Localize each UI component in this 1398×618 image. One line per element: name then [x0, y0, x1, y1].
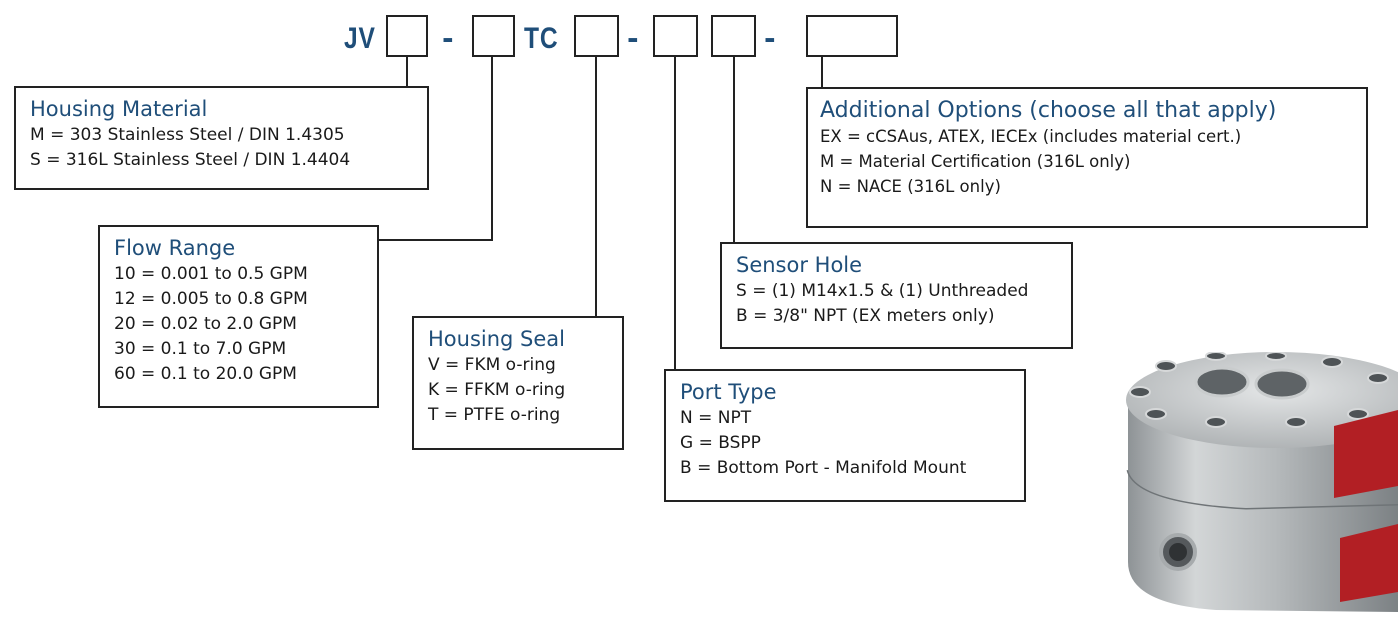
part-number-dash: - — [764, 22, 776, 55]
code-slot-additional-options — [806, 15, 898, 57]
part-number-middle: TC — [524, 22, 559, 55]
housing-seal-option: T = PTFE o-ring — [428, 405, 561, 425]
connector-line — [406, 57, 408, 87]
flow-range-option: 12 = 0.005 to 0.8 GPM — [114, 289, 308, 309]
port-type-box: Port Type N = NPT G = BSPP B = Bottom Po… — [664, 369, 1026, 502]
connector-line — [595, 57, 597, 317]
part-number-dash: - — [627, 22, 639, 55]
port-type-option: G = BSPP — [680, 433, 761, 453]
housing-seal-box: Housing Seal V = FKM o-ring K = FFKM o-r… — [412, 316, 624, 450]
flow-range-option: 20 = 0.02 to 2.0 GPM — [114, 314, 297, 334]
additional-options-box: Additional Options (choose all that appl… — [806, 87, 1368, 228]
port-type-option: N = NPT — [680, 408, 752, 428]
code-slot-housing-material — [386, 15, 428, 57]
housing-material-title: Housing Material — [30, 97, 208, 121]
connector-line — [674, 57, 676, 370]
flow-range-title: Flow Range — [114, 236, 236, 260]
code-slot-sensor-hole — [711, 15, 756, 57]
additional-options-title: Additional Options (choose all that appl… — [820, 98, 1277, 123]
part-number-dash: - — [442, 22, 454, 55]
flow-meter-photo — [1126, 351, 1398, 618]
part-number-prefix: JV — [344, 22, 376, 55]
code-slot-flow-range — [472, 15, 515, 57]
additional-options-option: EX = cCSAus, ATEX, IECEx (includes mater… — [820, 127, 1242, 146]
sensor-hole-option: B = 3/8" NPT (EX meters only) — [736, 306, 995, 326]
connector-line — [378, 239, 493, 241]
flow-range-option: 30 = 0.1 to 7.0 GPM — [114, 339, 287, 359]
housing-material-box: Housing Material M = 303 Stainless Steel… — [14, 86, 429, 190]
code-slot-housing-seal — [574, 15, 619, 57]
code-slot-port-type — [653, 15, 698, 57]
sensor-hole-option: S = (1) M14x1.5 & (1) Unthreaded — [736, 281, 1029, 301]
port-type-title: Port Type — [680, 380, 777, 404]
housing-seal-title: Housing Seal — [428, 327, 565, 351]
flow-range-option: 60 = 0.1 to 20.0 GPM — [114, 364, 297, 384]
housing-seal-option: V = FKM o-ring — [428, 355, 556, 375]
housing-material-option: S = 316L Stainless Steel / DIN 1.4404 — [30, 150, 351, 170]
sensor-hole-title: Sensor Hole — [736, 253, 863, 277]
flow-range-box: Flow Range 10 = 0.001 to 0.5 GPM 12 = 0.… — [98, 225, 379, 408]
connector-line — [821, 57, 823, 88]
housing-seal-option: K = FFKM o-ring — [428, 380, 566, 400]
flow-range-option: 10 = 0.001 to 0.5 GPM — [114, 264, 308, 284]
additional-options-option: N = NACE (316L only) — [820, 177, 1001, 196]
additional-options-option: M = Material Certification (316L only) — [820, 152, 1131, 171]
port-type-option: B = Bottom Port - Manifold Mount — [680, 458, 967, 478]
housing-material-option: M = 303 Stainless Steel / DIN 1.4305 — [30, 125, 345, 145]
connector-line — [491, 57, 493, 241]
connector-line — [733, 57, 735, 243]
sensor-hole-box: Sensor Hole S = (1) M14x1.5 & (1) Unthre… — [720, 242, 1073, 349]
